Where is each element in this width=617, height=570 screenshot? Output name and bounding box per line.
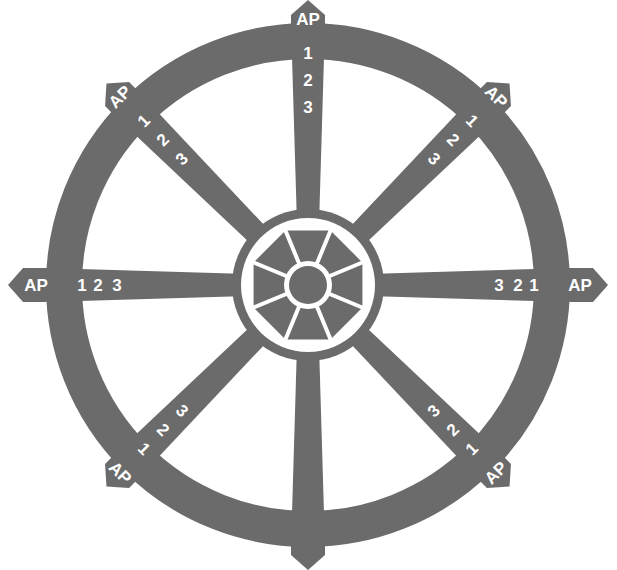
spoke-label: AP xyxy=(568,277,592,294)
spoke-label: 1 xyxy=(463,440,482,459)
spoke-label: AP xyxy=(106,459,135,488)
spoke-label: AP xyxy=(106,83,135,112)
wheel-spoke xyxy=(338,71,521,254)
spoke-label: AP xyxy=(24,277,48,294)
ship-wheel xyxy=(8,0,608,570)
spoke-label: 2 xyxy=(303,72,312,89)
wheel-spoke xyxy=(291,345,325,570)
spoke-label: 3 xyxy=(494,277,503,294)
wheel-spoke xyxy=(368,268,608,302)
spoke-label: AP xyxy=(482,459,511,488)
spoke-label: 2 xyxy=(444,131,463,150)
spoke-label: 3 xyxy=(425,402,444,421)
wheel-spoke xyxy=(94,71,277,254)
spoke-label: 3 xyxy=(303,99,312,116)
hub-octagon xyxy=(230,207,387,364)
spoke-label: AP xyxy=(482,83,511,112)
spoke-label: 3 xyxy=(173,402,192,421)
wheel-spoke xyxy=(94,315,277,498)
spoke-label: 1 xyxy=(135,112,154,131)
spoke-label: 1 xyxy=(463,112,482,131)
hub-center xyxy=(289,266,327,304)
spoke-label: 2 xyxy=(444,421,463,440)
spoke-label: 1 xyxy=(529,277,538,294)
spoke-label: 1 xyxy=(135,440,154,459)
spoke-label: 3 xyxy=(425,150,444,169)
spoke-label: 2 xyxy=(93,277,102,294)
spoke-label: 2 xyxy=(513,277,522,294)
spoke-label: 3 xyxy=(112,277,121,294)
spoke-label: 2 xyxy=(154,131,173,150)
spoke-label: 1 xyxy=(77,277,86,294)
spoke-label: 1 xyxy=(303,45,312,62)
wheel-spoke xyxy=(8,268,248,302)
hub-dividers xyxy=(251,228,366,343)
wheel-spoke xyxy=(291,0,325,225)
spoke-label: AP xyxy=(296,11,320,28)
spoke-label: 2 xyxy=(154,421,173,440)
spoke-label: 3 xyxy=(173,150,192,169)
wheel-spoke xyxy=(338,315,521,498)
hub-center-gap xyxy=(284,261,332,309)
